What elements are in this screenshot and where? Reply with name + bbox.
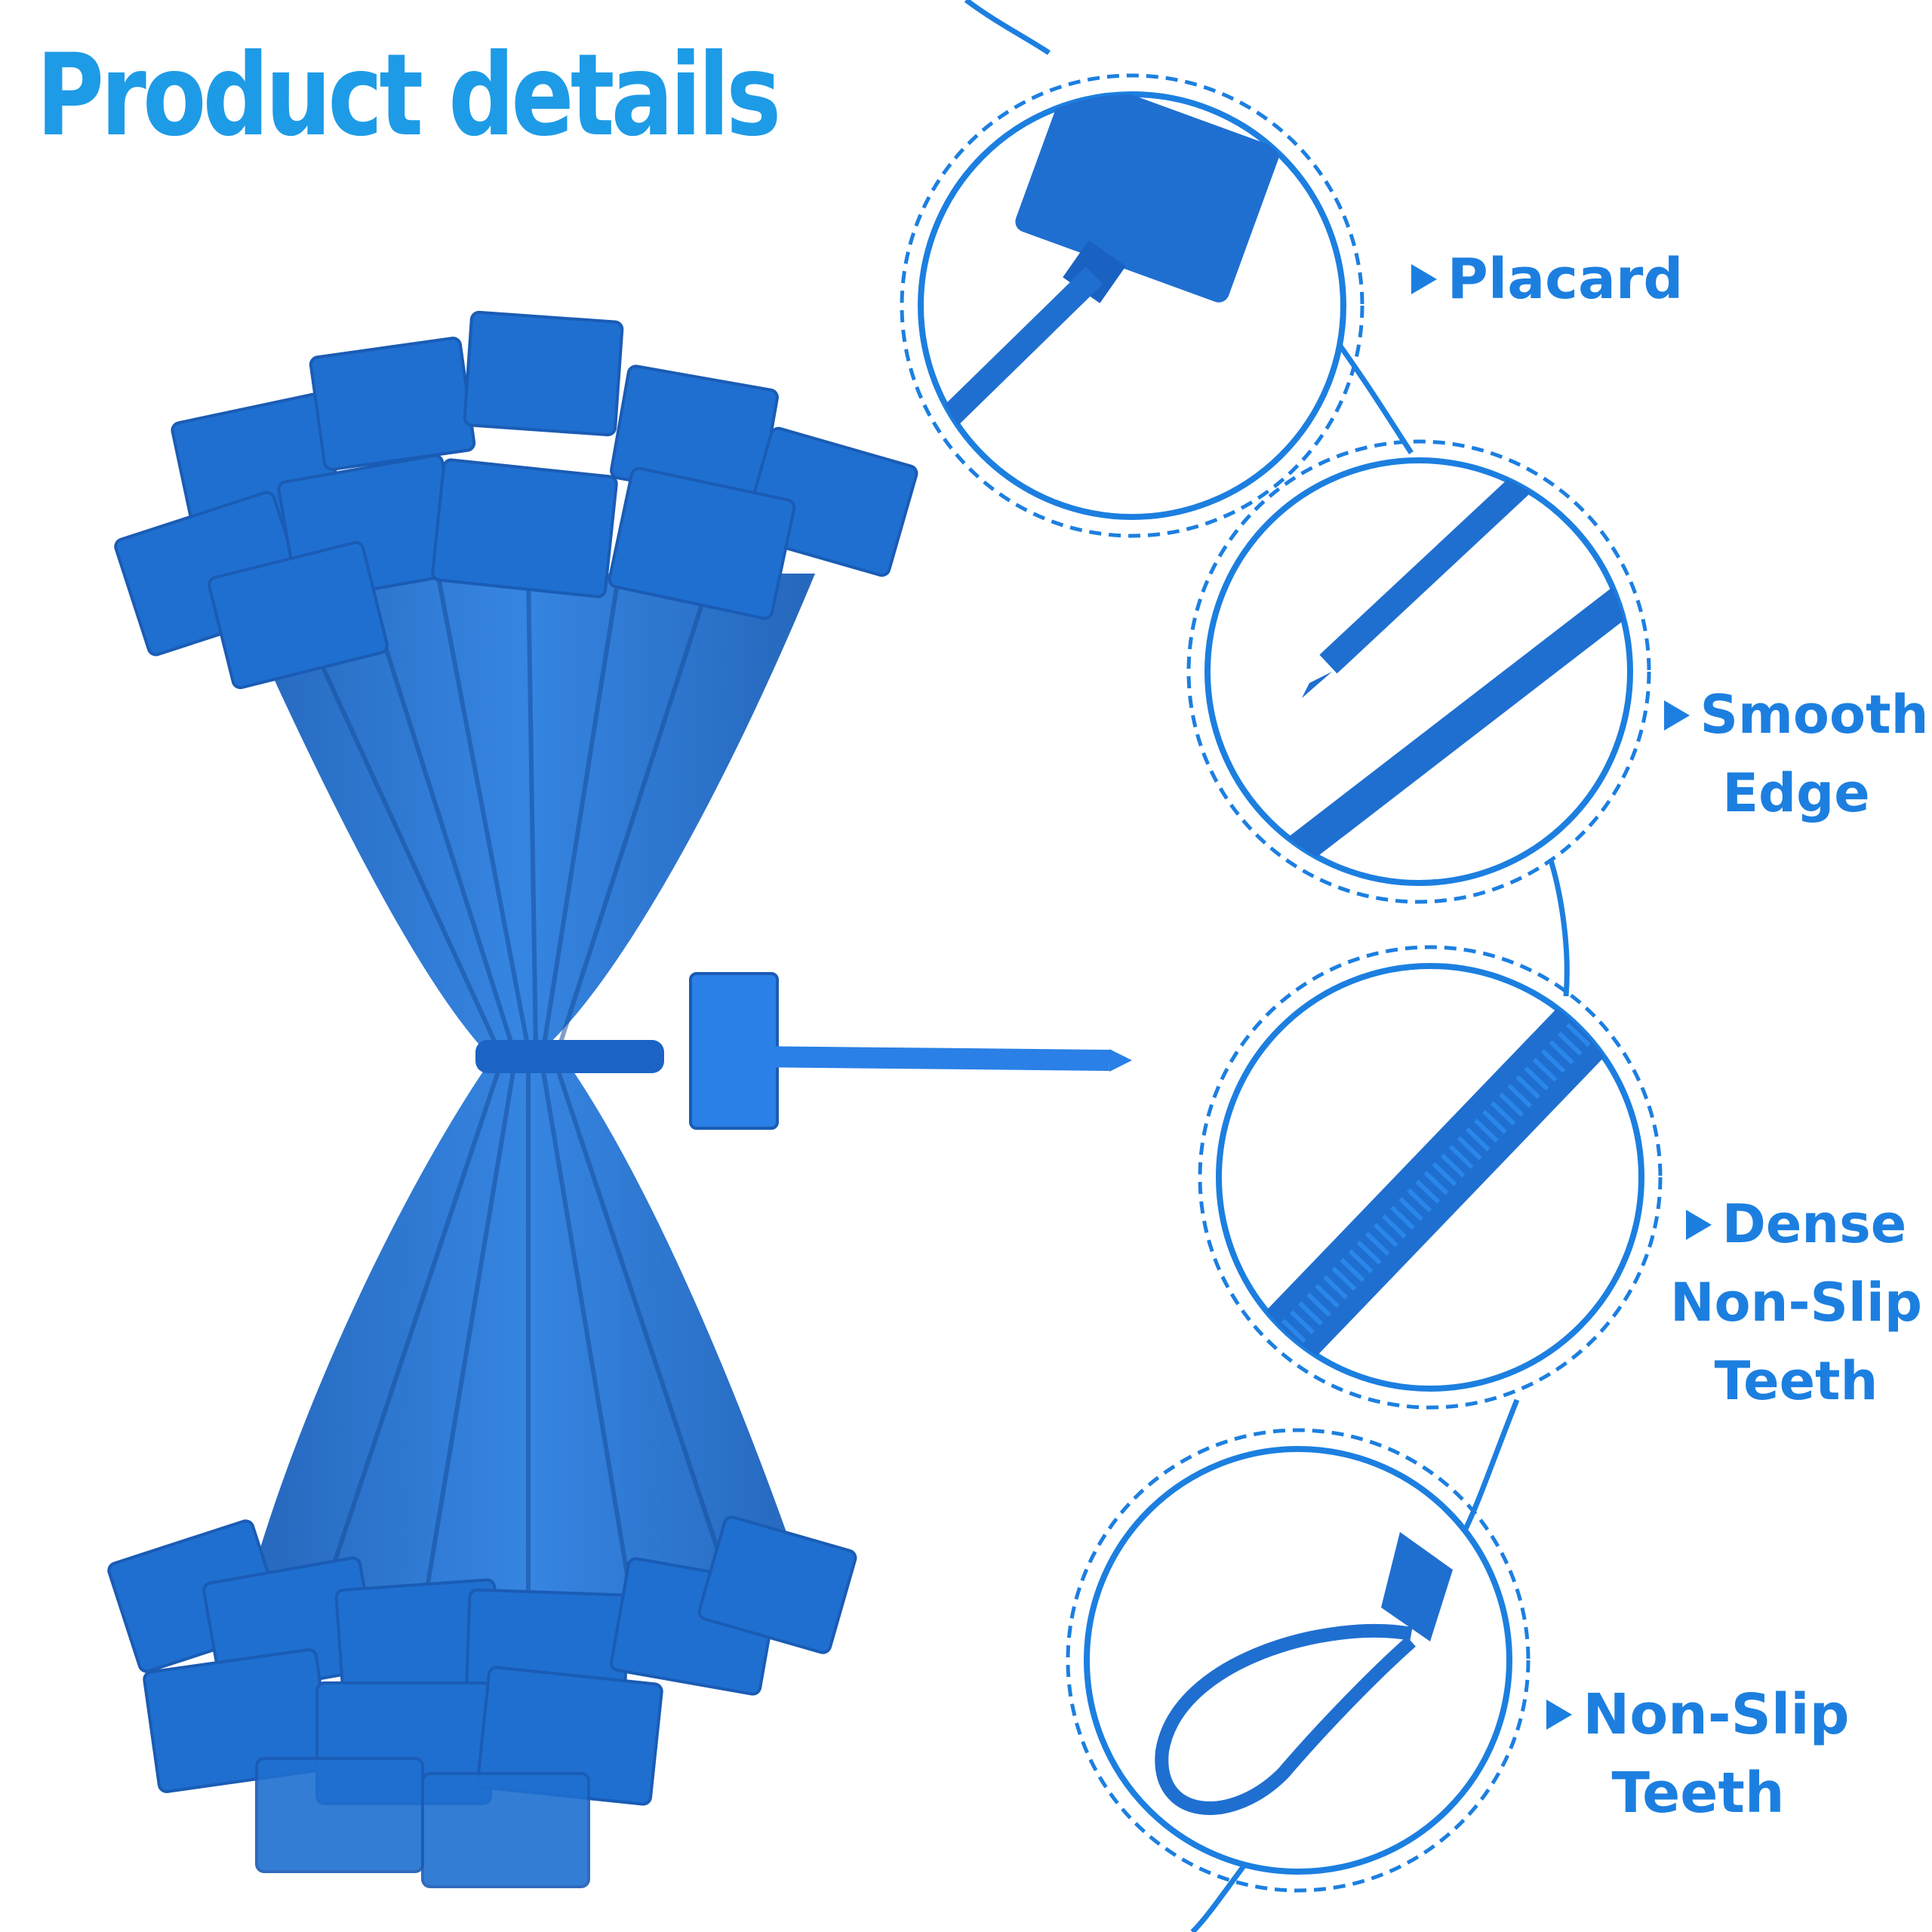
triangle-arrow-icon [1411, 264, 1437, 295]
cable-tie-bundle [107, 310, 1132, 1888]
feature-label-non-slip-teeth: Non-Slip Teeth [1540, 1675, 1857, 1832]
connector-line [964, 0, 1570, 1932]
feature-label-smooth-edge: Smooth Edge [1660, 675, 1932, 832]
triangle-arrow-icon [1663, 700, 1690, 731]
page-title: Product details [36, 30, 781, 162]
feature-label-dense-teeth: Dense Non-Slip Teeth [1669, 1193, 1923, 1412]
detail-circle-loop [1066, 1428, 1531, 1893]
detail-circle-dense-teeth [1198, 945, 1663, 1410]
triangle-arrow-icon [1546, 1700, 1573, 1730]
triangle-arrow-icon [1685, 1209, 1712, 1240]
detail-circle-smooth-edge [1186, 439, 1651, 904]
feature-label-placard: Placard [1389, 240, 1706, 318]
detail-circle-placard [900, 73, 1364, 538]
